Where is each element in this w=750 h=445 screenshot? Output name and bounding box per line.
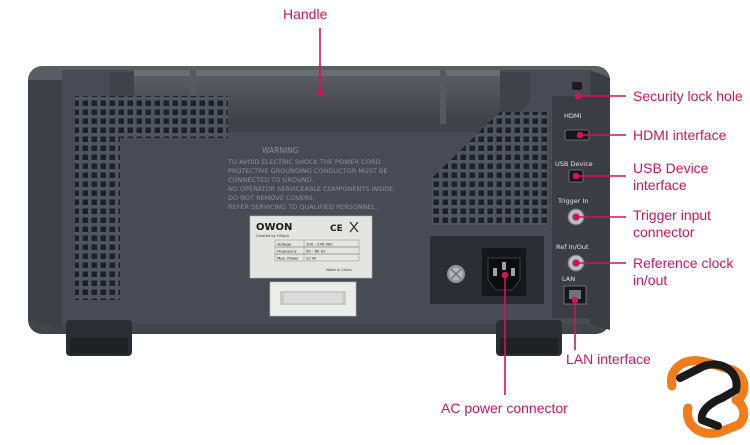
callout-reference-clock: Reference clock in/out [633,255,733,289]
rating-row-value: 50 - 60 Hz [306,249,326,254]
callout-trigger-input-connector: Trigger input connector [633,207,711,241]
callout-hdmi-interface: HDMI interface [633,127,727,143]
callout-ref-line2: in/out [633,272,668,288]
rating-row-key: Voltage [277,242,292,247]
rubber-feet [66,320,562,356]
trigger-in-panel-label: Trigger In [557,197,589,205]
security-lock-hole [572,82,582,90]
warning-line: TO AVOID ELECTRIC SHOCK THE POWER CORD [227,158,380,166]
callout-ac-power-connector: AC power connector [441,400,568,416]
svg-text:CE: CE [330,224,343,234]
connector-strip [552,96,592,318]
ac-power-connector [430,236,544,304]
warning-title: WARNING [262,146,299,155]
callout-leaders [316,28,626,395]
ref-in-out-panel-label: Ref In/Out [556,243,589,251]
rating-tagline: Created by Lilliput [256,234,289,238]
warning-line: CONNECTED TO GROUND. [228,176,314,184]
usb-device-panel-label: USB Device [555,160,593,168]
callout-usb-line2: interface [633,177,687,193]
warning-line: DO NOT REMOVE COVERS. [228,194,315,202]
rating-row-value: 100 - 240 VAC [306,242,333,247]
callout-trigger-line1: Trigger input [633,207,712,223]
rating-row-key: Frequency [277,249,297,254]
callout-ref-line1: Reference clock [633,255,734,271]
lan-panel-label: LAN [562,275,575,283]
rating-row-key: Max. Power [277,256,299,261]
callout-trigger-line2: connector [633,224,695,240]
left-vent-grille [75,96,228,265]
warning-line: REFER SERVICING TO QUALIFIED PERSONNEL. [228,203,377,211]
warning-label: WARNING TO AVOID ELECTRIC SHOCK THE POWE… [227,146,395,211]
hdmi-panel-label: HDMI [564,112,582,120]
rating-row-value: 22 W [306,256,316,261]
rating-made-in: Made in China [326,268,352,272]
callout-security-lock-hole: Security lock hole [633,88,743,104]
corner-brand-logo-icon [666,356,749,438]
callout-usb-line1: USB Device [633,160,709,176]
rating-brand: OWON [256,222,292,233]
callout-handle: Handle [283,6,328,22]
warning-line: NO OPERATOR SERVICEABLE COMPONENTS INSID… [228,185,395,193]
rating-label: OWON Created by Lilliput CE Voltage 100 … [249,215,373,279]
right-vent-grille [432,112,548,225]
callout-lan-interface: LAN interface [566,351,651,367]
callout-usb-device-interface: USB Device interface [633,160,708,194]
serial-barcode-sticker [269,281,357,317]
warning-line: PROTECTIVE GROUNDING CONDUCTOR MUST BE [228,167,387,175]
